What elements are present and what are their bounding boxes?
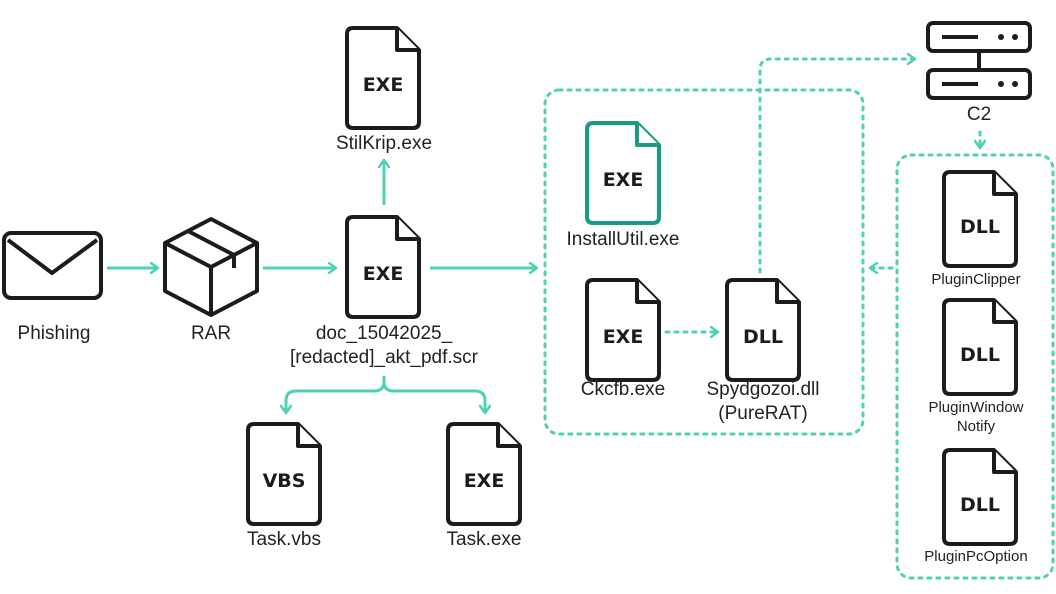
file-icon-stilkrip: EXE	[345, 26, 421, 130]
pure-rat-group-box	[543, 88, 865, 436]
file-icon-installutil: EXE	[585, 121, 661, 225]
label-task-exe: Task.exe	[446, 529, 522, 550]
file-icon-plugin-pcoption: DLL	[942, 448, 1018, 546]
server-icon	[926, 21, 1032, 100]
label-spydgozoi-line2: (PureRAT)	[718, 403, 808, 424]
file-type-task-vbs: VBS	[263, 470, 306, 492]
label-installutil: InstallUtil.exe	[566, 229, 680, 250]
file-icon-ckcfb: EXE	[585, 278, 661, 382]
label-doc-line1: doc_15042025_	[315, 323, 453, 344]
file-icon-spydgozoi: DLL	[725, 278, 801, 382]
file-type-plugin-clipper: DLL	[960, 216, 1000, 238]
label-rar: RAR	[190, 323, 232, 344]
plugins-group-box	[895, 153, 1055, 580]
file-type-installutil: EXE	[603, 169, 644, 191]
file-icon-task-exe: EXE	[446, 422, 522, 526]
file-type-ckcfb: EXE	[603, 326, 644, 348]
file-icon-task-vbs: VBS	[246, 422, 322, 526]
label-spydgozoi-line1: Spydgozoi.dll	[706, 379, 820, 400]
file-type-plugin-pcoption: DLL	[960, 494, 1000, 516]
label-stilkrip: StilKrip.exe	[335, 133, 433, 154]
arrow-spydgozoi-to-c2	[758, 59, 917, 274]
label-ckcfb: Ckcfb.exe	[580, 379, 666, 400]
file-icon-plugin-clipper: DLL	[942, 170, 1018, 268]
file-type-task-exe: EXE	[464, 470, 505, 492]
label-plugin-window-line2: Notify	[956, 418, 996, 435]
envelope-icon	[2, 231, 103, 300]
file-icon-doc: EXE	[345, 215, 421, 319]
file-type-stilkrip: EXE	[363, 74, 404, 96]
label-plugin-pcoption: PluginPcOption	[924, 548, 1028, 565]
label-task-vbs: Task.vbs	[247, 529, 321, 550]
file-type-doc: EXE	[363, 263, 404, 285]
package-box-icon	[163, 217, 259, 317]
label-phishing: Phishing	[17, 323, 91, 344]
file-type-plugin-window: DLL	[960, 344, 1000, 366]
label-plugin-clipper: PluginClipper	[931, 271, 1021, 288]
label-c2: C2	[966, 104, 992, 125]
file-type-spydgozoi: DLL	[743, 326, 783, 348]
file-icon-plugin-window: DLL	[942, 298, 1018, 396]
arrow-doc-to-task-vbs	[286, 376, 386, 413]
label-doc-line2: [redacted]_akt_pdf.scr	[290, 347, 478, 368]
arrow-doc-to-task-exe	[382, 376, 485, 413]
label-plugin-window-line1: PluginWindow	[928, 399, 1024, 416]
